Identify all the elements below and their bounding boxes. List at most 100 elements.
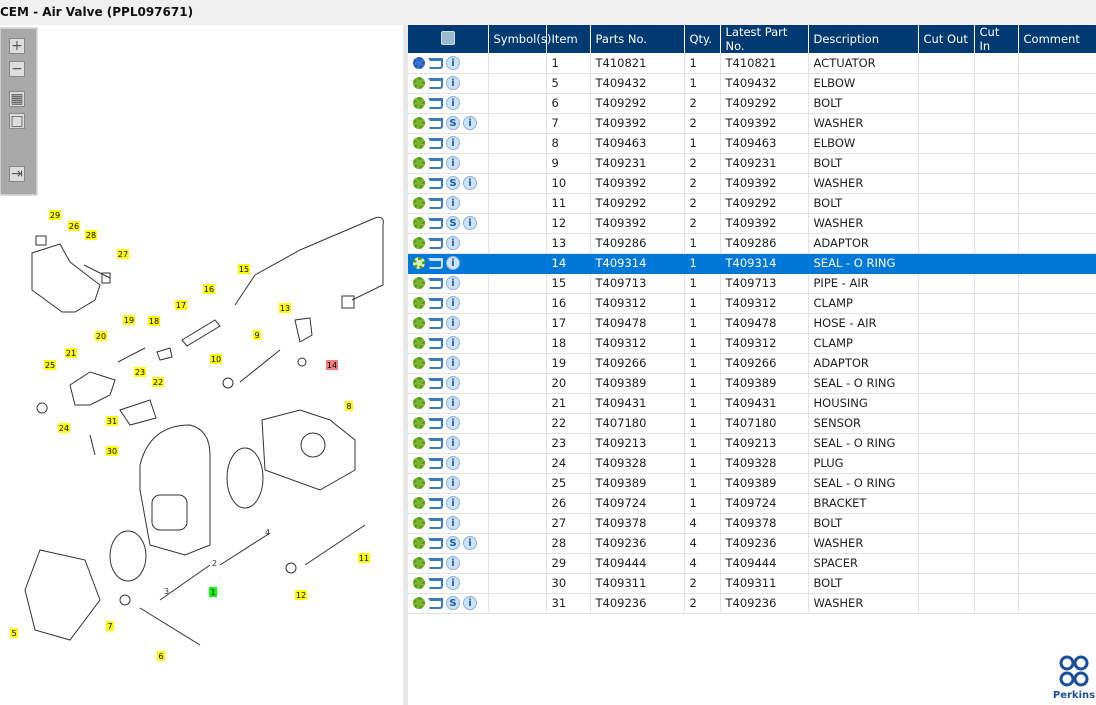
column-header-latest-part-no[interactable]: Latest Part No. [720, 25, 809, 53]
gear-icon[interactable] [413, 237, 425, 250]
cart-icon[interactable] [428, 277, 443, 289]
callout-30[interactable]: 30 [106, 446, 118, 456]
callout-9[interactable]: 9 [253, 330, 261, 340]
cart-icon[interactable] [428, 497, 443, 509]
gear-icon[interactable] [413, 177, 425, 190]
info-icon[interactable]: i [446, 56, 460, 70]
info-icon[interactable]: i [446, 376, 460, 391]
cart-icon[interactable] [428, 157, 443, 169]
column-header-comment[interactable]: Comment [1018, 25, 1096, 53]
gear-icon[interactable] [413, 277, 425, 290]
cart-icon[interactable] [428, 237, 443, 249]
find-in-diagram-icon[interactable] [440, 30, 455, 45]
column-header-actions[interactable] [408, 25, 489, 53]
callout-25[interactable]: 25 [44, 360, 56, 370]
column-header-item[interactable]: Item [546, 25, 591, 53]
gear-icon[interactable] [413, 297, 425, 310]
cart-icon[interactable] [428, 417, 443, 429]
cart-icon[interactable] [428, 437, 443, 449]
cart-icon[interactable] [428, 117, 443, 129]
callout-26[interactable]: 26 [68, 221, 80, 231]
callout-19[interactable]: 19 [123, 315, 135, 325]
cart-icon[interactable] [428, 297, 443, 309]
export-button[interactable]: ⇥ [9, 166, 25, 182]
callout-11[interactable]: 11 [358, 553, 370, 563]
gear-icon[interactable] [413, 477, 425, 490]
cart-icon[interactable] [428, 257, 443, 269]
service-s-icon[interactable]: S [446, 596, 460, 611]
gear-icon[interactable] [413, 457, 425, 470]
column-header-cut-out[interactable]: Cut Out [918, 25, 975, 53]
info-icon[interactable]: i [446, 556, 460, 571]
service-s-icon[interactable]: S [446, 176, 460, 191]
cart-icon[interactable] [428, 597, 443, 609]
gear-icon[interactable] [413, 557, 425, 570]
callout-17[interactable]: 17 [175, 300, 187, 310]
service-s-icon[interactable]: S [446, 536, 460, 551]
gear-icon[interactable] [413, 577, 425, 590]
gear-icon[interactable] [413, 77, 425, 90]
callout-18[interactable]: 18 [148, 316, 160, 326]
cart-icon[interactable] [428, 577, 443, 589]
callout-24[interactable]: 24 [58, 423, 70, 433]
info-icon[interactable]: i [446, 316, 460, 331]
column-header-cut-in[interactable]: Cut In [974, 25, 1019, 53]
service-s-icon[interactable]: S [446, 216, 460, 231]
info-icon[interactable]: i [446, 76, 460, 91]
callout-1[interactable]: 1 [209, 587, 217, 597]
info-icon[interactable]: i [446, 396, 460, 411]
column-header-description[interactable]: Description [808, 25, 919, 53]
cart-icon[interactable] [428, 137, 443, 149]
info-icon[interactable]: i [463, 216, 477, 231]
cart-icon[interactable] [428, 97, 443, 109]
callout-29[interactable]: 29 [49, 210, 61, 220]
info-icon[interactable]: i [446, 276, 460, 291]
info-icon[interactable]: i [463, 116, 477, 131]
info-icon[interactable]: i [446, 156, 460, 171]
callout-22[interactable]: 22 [152, 377, 164, 387]
zoom-in-button[interactable]: + [9, 38, 25, 54]
cart-icon[interactable] [428, 397, 443, 409]
info-icon[interactable]: i [463, 596, 477, 611]
info-icon[interactable]: i [446, 516, 460, 531]
callout-13[interactable]: 13 [279, 303, 291, 313]
cart-icon[interactable] [428, 457, 443, 469]
cart-icon[interactable] [428, 177, 443, 189]
gear-icon[interactable] [413, 497, 425, 510]
callout-15[interactable]: 15 [238, 264, 250, 274]
gear-icon[interactable] [413, 397, 425, 410]
gear-icon[interactable] [413, 437, 425, 450]
cart-icon[interactable] [428, 217, 443, 229]
pane-splitter[interactable] [403, 25, 408, 705]
callout-27[interactable]: 27 [117, 249, 129, 259]
info-icon[interactable]: i [446, 476, 460, 491]
callout-23[interactable]: 23 [134, 367, 146, 377]
info-icon[interactable]: i [463, 176, 477, 191]
column-header-parts-no[interactable]: Parts No. [590, 25, 685, 53]
callout-7[interactable]: 7 [106, 621, 114, 631]
gear-icon[interactable] [413, 517, 425, 530]
info-icon[interactable]: i [446, 356, 460, 371]
gear-icon[interactable] [413, 377, 425, 390]
